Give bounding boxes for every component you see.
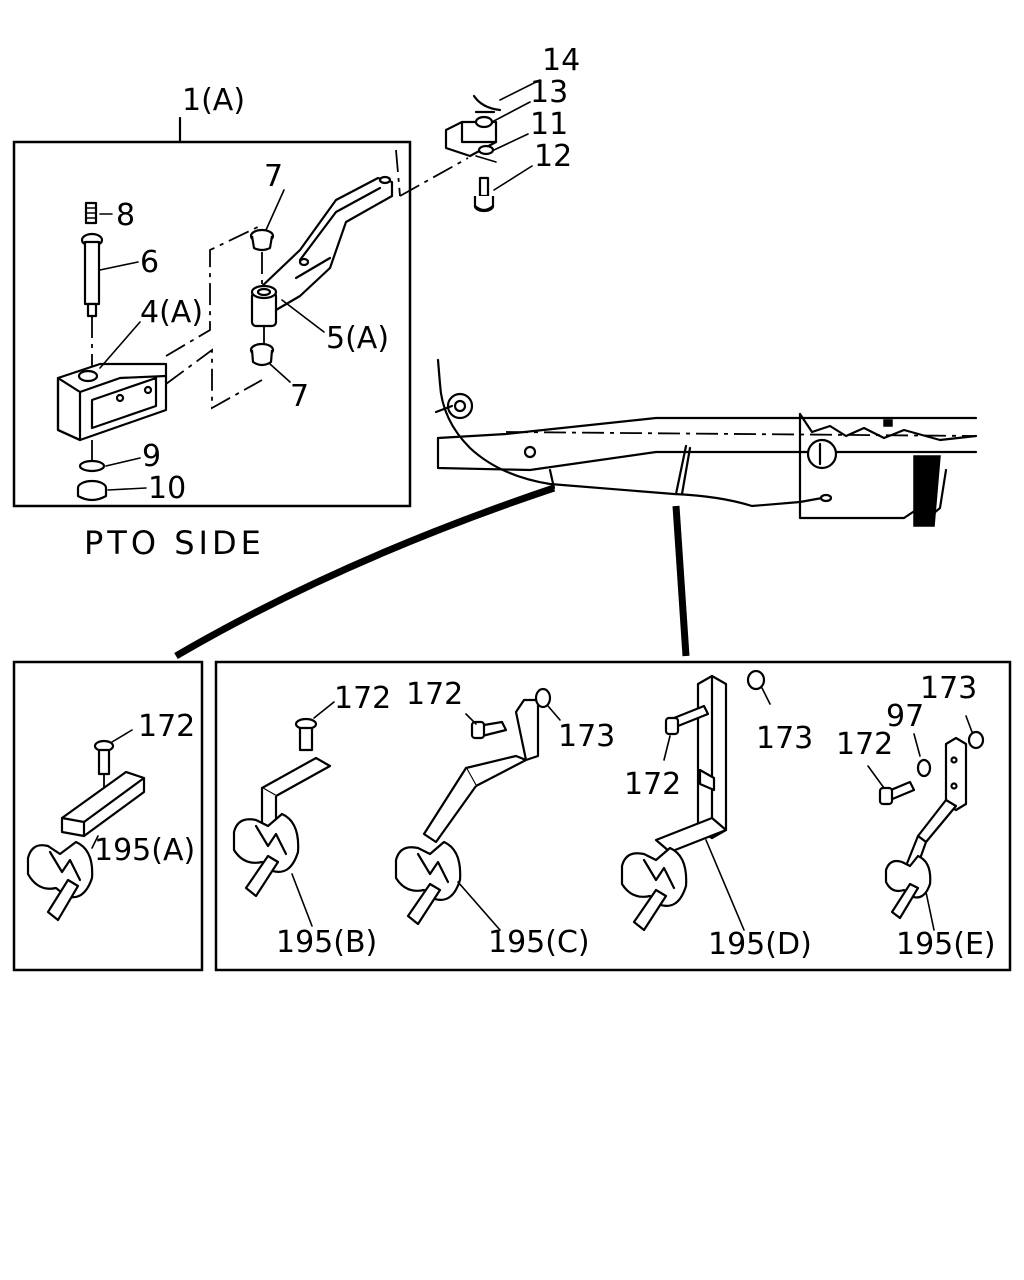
zoom-line-a [174, 484, 556, 660]
frame-bottom-edge [436, 436, 978, 472]
callout-7-bottom: 7 [290, 379, 309, 414]
leader-14b [499, 79, 541, 101]
part-195e-clip [867, 715, 985, 931]
callout-c-172: 172 [406, 677, 463, 712]
harness-clip-b [674, 444, 688, 496]
callout-e-172: 172 [836, 727, 893, 762]
leader-12 [493, 165, 533, 191]
zoom-line-b [672, 505, 690, 657]
callout-14: 14 [542, 43, 580, 78]
callout-b-172: 172 [334, 681, 391, 716]
cross-member-left [798, 412, 906, 520]
callout-5a: 5(A) [326, 321, 389, 356]
harness-stub [434, 404, 454, 414]
callout-195b: 195(B) [276, 925, 377, 960]
part-7-bushing-bottom [249, 326, 291, 383]
pto-linkage-detail-box: 1(A) 8 6 4(A) [12, 83, 412, 508]
callout-d-172: 172 [624, 767, 681, 802]
callout-12: 12 [534, 139, 572, 174]
harness-line [436, 358, 824, 508]
callout-4a: 4(A) [140, 295, 203, 330]
callout-7-top: 7 [264, 159, 283, 194]
harness-grommet-inner [453, 399, 467, 413]
clip-bcde-box [214, 660, 1012, 972]
part-11-washer [477, 144, 495, 156]
part-8-bolt [84, 201, 113, 225]
yoke-lower [475, 155, 497, 163]
part-13-washer [474, 115, 494, 129]
frame-rivet [883, 419, 893, 427]
part-10-nut [76, 479, 147, 502]
part-195a-clip [26, 729, 146, 922]
clip-a-box [12, 660, 204, 972]
leader-11 [493, 133, 529, 151]
callout-6: 6 [140, 245, 159, 280]
callout-195a: 195(A) [94, 833, 195, 868]
callout-d-173: 173 [756, 721, 813, 756]
part-5a-arm [250, 175, 394, 333]
callout-195d: 195(D) [708, 927, 812, 962]
callout-e-97: 97 [886, 699, 924, 734]
frame-top-edge [436, 416, 978, 440]
centerline-lower [165, 348, 263, 410]
part-4a-bracket [56, 321, 168, 442]
part-195b-clip [232, 701, 335, 927]
part-195d-clip [620, 669, 771, 932]
chassis-frame [436, 412, 978, 527]
harness-cable [434, 358, 833, 508]
callout-13: 13 [530, 75, 568, 110]
callout-c-173: 173 [558, 719, 615, 754]
callout-9: 9 [142, 439, 161, 474]
harness-clip-b2 [680, 446, 692, 496]
callout-10: 10 [148, 471, 186, 506]
caption-pto-side: PTO SIDE [84, 524, 265, 562]
frame-big-hole [806, 438, 838, 470]
part-9-washer [78, 459, 106, 473]
part-7-bushing-top [249, 189, 285, 286]
cross-member-flange [913, 455, 941, 527]
part-6-shaft [80, 232, 139, 372]
centerline-upper [165, 224, 263, 357]
frame-centerline [505, 431, 977, 437]
yoke-edge [460, 120, 498, 144]
leader-9 [105, 457, 141, 467]
frame-hole [523, 445, 537, 459]
callout-11: 11 [530, 107, 568, 142]
callout-a-172: 172 [138, 709, 195, 744]
callout-195c: 195(C) [488, 925, 590, 960]
leader-13 [491, 101, 531, 123]
harness-terminal [819, 493, 833, 503]
part-12-pin [473, 176, 495, 213]
detail-frame [12, 140, 412, 508]
leader-14 [472, 94, 502, 112]
callout-e-173: 173 [920, 671, 977, 706]
centerline-box-edge [395, 149, 401, 197]
callout-195e: 195(E) [896, 927, 996, 962]
centerline-rod [399, 157, 469, 197]
harness-clip-a [548, 468, 556, 490]
callout-1a: 1(A) [182, 83, 245, 118]
rod-end-parts [399, 79, 541, 213]
cross-member-break-top [798, 412, 978, 442]
part-195c-clip [394, 687, 561, 931]
callout-8: 8 [116, 198, 135, 233]
